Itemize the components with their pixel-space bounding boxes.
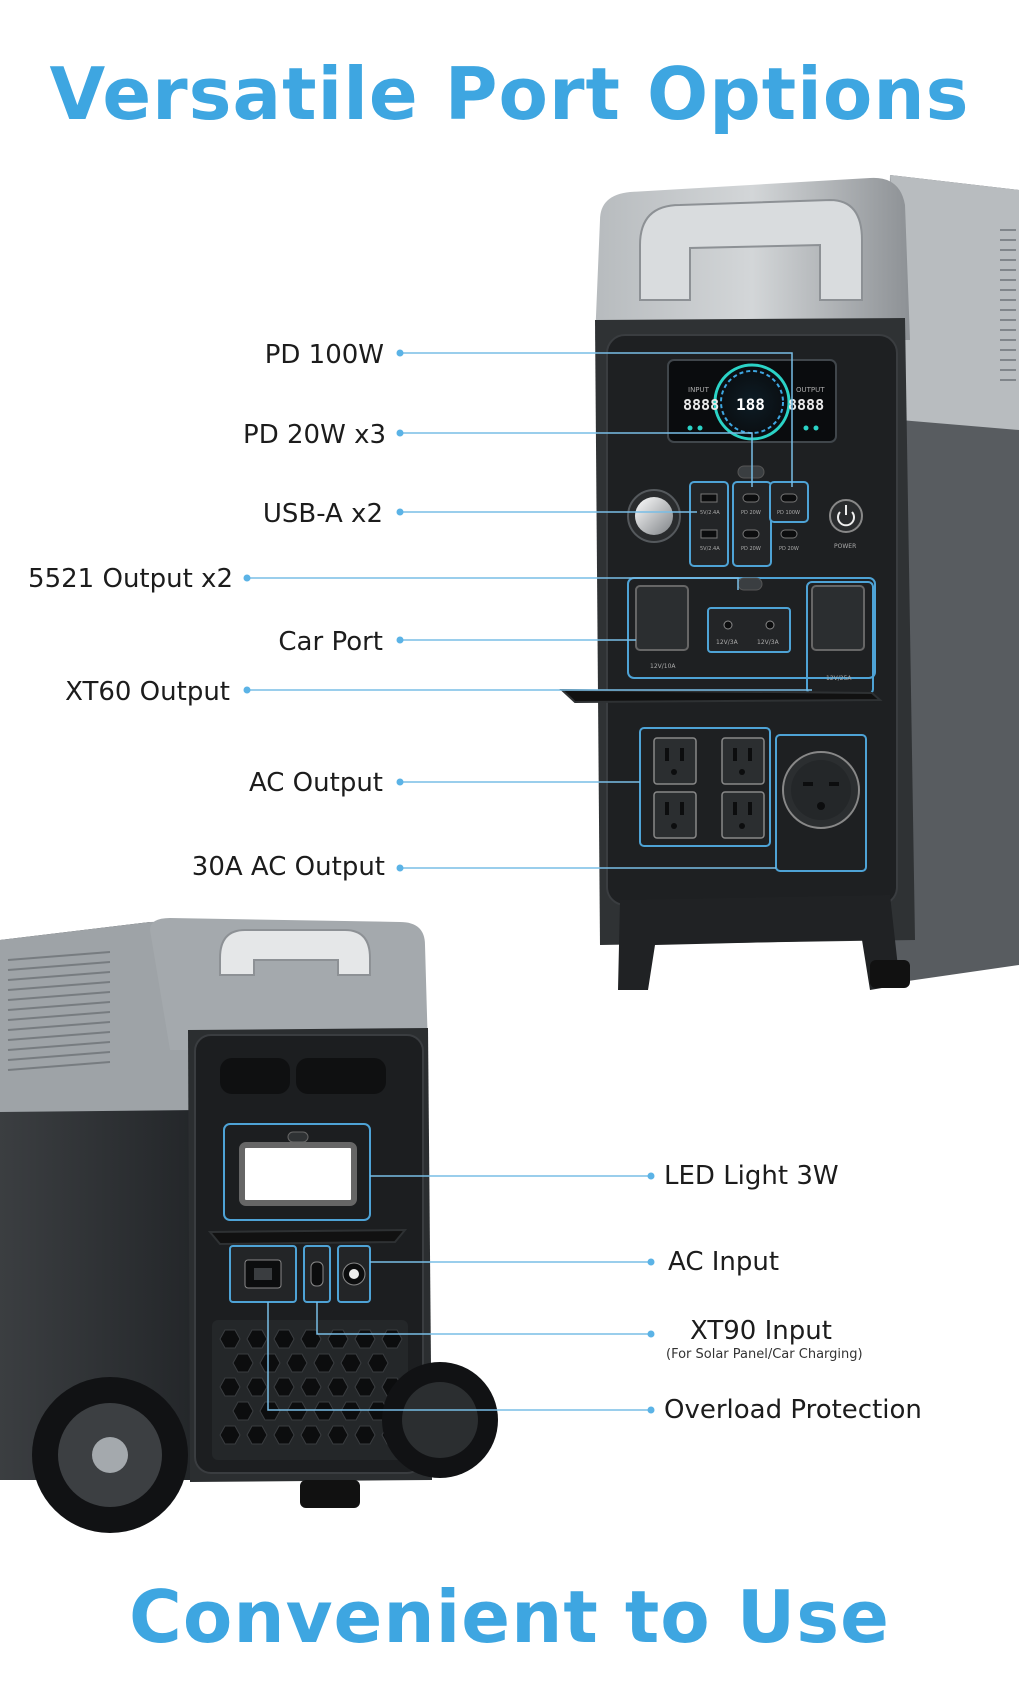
heading-versatile-port-options: Versatile Port Options	[49, 52, 970, 136]
display-input-value: 8888	[683, 396, 719, 414]
callout-ac-input: AC Input	[668, 1247, 780, 1277]
svg-text:POWER: POWER	[834, 543, 856, 550]
back-unit	[0, 918, 498, 1533]
callout-pd-100w: PD 100W	[264, 340, 384, 370]
dimmer-knob-icon	[635, 497, 673, 535]
power-icon	[829, 499, 863, 533]
callout-car-port: Car Port	[278, 627, 383, 657]
callout-overload-protection: Overload Protection	[664, 1395, 922, 1425]
svg-text:PD 100W: PD 100W	[777, 510, 800, 516]
callout-xt90-note: (For Solar Panel/Car Charging)	[666, 1347, 863, 1362]
svg-text:12V/3A: 12V/3A	[716, 639, 739, 646]
callout-xt90-input: XT90 Input	[690, 1316, 832, 1346]
svg-text:12V/3A: 12V/3A	[757, 639, 780, 646]
svg-text:PD 20W: PD 20W	[779, 546, 799, 552]
svg-text:5V/2.4A: 5V/2.4A	[700, 510, 720, 516]
svg-text:PD 20W: PD 20W	[741, 546, 761, 552]
front-unit: INPUT 8888 188 OUTPUT 8888 5V/2.4A 5V/2.…	[559, 175, 1019, 990]
callout-30a-ac-output: 30A AC Output	[191, 852, 385, 882]
callout-pd-20w-x3: PD 20W x3	[243, 420, 386, 450]
heading-convenient-to-use: Convenient to Use	[129, 1575, 890, 1659]
svg-text:5V/2.4A: 5V/2.4A	[700, 546, 720, 552]
svg-text:12V/25A: 12V/25A	[826, 675, 852, 682]
svg-text:PD 20W: PD 20W	[741, 510, 761, 516]
display-input-label: INPUT	[688, 386, 710, 394]
callout-led-light-3w: LED Light 3W	[664, 1161, 839, 1191]
callout-ac-output: AC Output	[248, 768, 383, 798]
display-output-label: OUTPUT	[796, 386, 825, 394]
display-output-value: 8888	[788, 396, 824, 414]
callout-usb-a-x2: USB-A x2	[262, 499, 383, 529]
display-center-value: 188	[736, 395, 765, 414]
svg-text:12V/10A: 12V/10A	[650, 663, 676, 670]
callout-5521-output-x2: 5521 Output x2	[28, 564, 233, 594]
callout-xt60-output: XT60 Output	[65, 677, 230, 707]
